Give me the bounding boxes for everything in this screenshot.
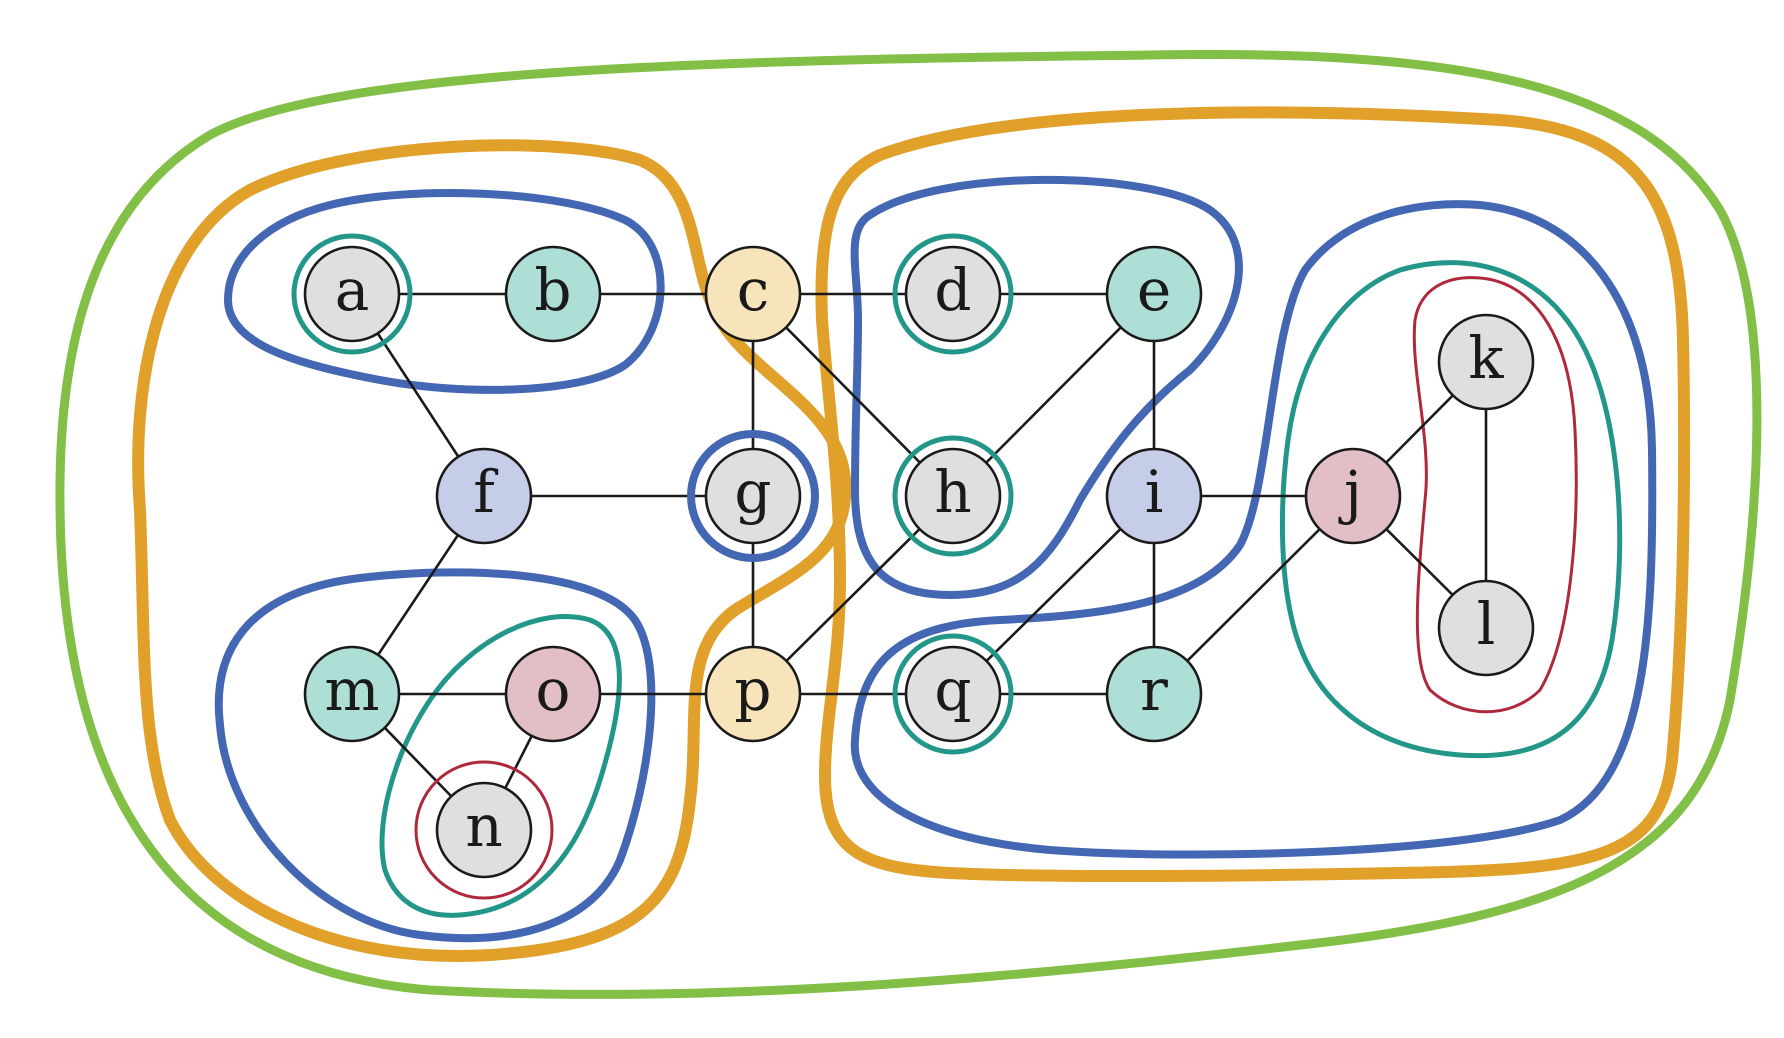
- node-f: f: [435, 447, 533, 545]
- node-rings: [291, 233, 1014, 900]
- left-cluster: [132, 139, 852, 962]
- dehi-cluster: [850, 175, 1243, 599]
- node-circle-a: [303, 245, 401, 343]
- node-l: l: [1437, 579, 1535, 677]
- node-circle-j: [1304, 447, 1402, 545]
- node-label-b: b: [534, 256, 571, 324]
- node-circle-d: [904, 245, 1002, 343]
- node-c: c: [704, 245, 802, 343]
- node-label-a: a: [335, 256, 370, 324]
- ring-d: [892, 233, 1014, 355]
- node-label-h: h: [934, 458, 971, 526]
- right-cluster: [815, 106, 1691, 883]
- node-circle-i: [1105, 447, 1203, 545]
- ring-g: [687, 430, 819, 562]
- graph-edges: [350, 292, 1488, 831]
- node-k: k: [1437, 313, 1535, 411]
- node-circle-e: [1105, 245, 1203, 343]
- node-circle-g: [704, 447, 802, 545]
- node-circle-l: [1437, 579, 1535, 677]
- mno-cluster: [214, 568, 656, 943]
- node-circle-m: [303, 645, 401, 743]
- node-label-o: o: [536, 656, 571, 724]
- node-circle-f: [435, 447, 533, 545]
- node-m: m: [303, 645, 401, 743]
- node-o: o: [504, 645, 602, 743]
- node-circle-q: [904, 645, 1002, 743]
- ring-a: [291, 233, 413, 355]
- no-cluster: [379, 614, 622, 918]
- node-n: n: [435, 781, 533, 879]
- ring-h: [892, 435, 1014, 557]
- node-a: a: [303, 245, 401, 343]
- node-label-m: m: [325, 656, 380, 724]
- node-i: i: [1105, 447, 1203, 545]
- node-label-k: k: [1468, 324, 1504, 392]
- node-j: j: [1304, 447, 1402, 545]
- node-circle-n: [435, 781, 533, 879]
- cluster-boundaries: [55, 49, 1762, 999]
- node-label-r: r: [1140, 656, 1168, 724]
- kl-cluster: [1412, 276, 1578, 714]
- node-circle-o: [504, 645, 602, 743]
- node-label-q: q: [934, 656, 971, 724]
- node-label-n: n: [465, 792, 502, 860]
- node-label-l: l: [1477, 590, 1496, 658]
- node-circle-p: [704, 645, 802, 743]
- graph-nodes: a b c d e f g h i j k l m no p q r: [303, 245, 1535, 879]
- node-g: g: [704, 447, 802, 545]
- node-label-i: i: [1145, 458, 1164, 526]
- node-h: h: [904, 447, 1002, 545]
- node-d: d: [904, 245, 1002, 343]
- node-circle-r: [1105, 645, 1203, 743]
- node-circle-k: [1437, 313, 1535, 411]
- node-circle-b: [504, 245, 602, 343]
- node-label-g: g: [734, 458, 771, 526]
- ring-n: [414, 760, 554, 900]
- node-label-d: d: [934, 256, 971, 324]
- node-label-c: c: [737, 256, 769, 324]
- node-b: b: [504, 245, 602, 343]
- node-label-e: e: [1137, 256, 1171, 324]
- node-p: p: [704, 645, 802, 743]
- jkl-cluster: [1279, 260, 1623, 759]
- ab-cluster: [224, 189, 665, 394]
- node-label-f: f: [473, 458, 498, 526]
- node-e: e: [1105, 245, 1203, 343]
- node-label-j: j: [1338, 458, 1362, 526]
- node-q: q: [904, 645, 1002, 743]
- jklqr-cluster: [850, 200, 1657, 859]
- node-r: r: [1105, 645, 1203, 743]
- node-label-p: p: [734, 656, 771, 724]
- outer-cluster: [55, 49, 1762, 999]
- node-circle-c: [704, 245, 802, 343]
- node-circle-h: [904, 447, 1002, 545]
- ring-q: [892, 633, 1014, 755]
